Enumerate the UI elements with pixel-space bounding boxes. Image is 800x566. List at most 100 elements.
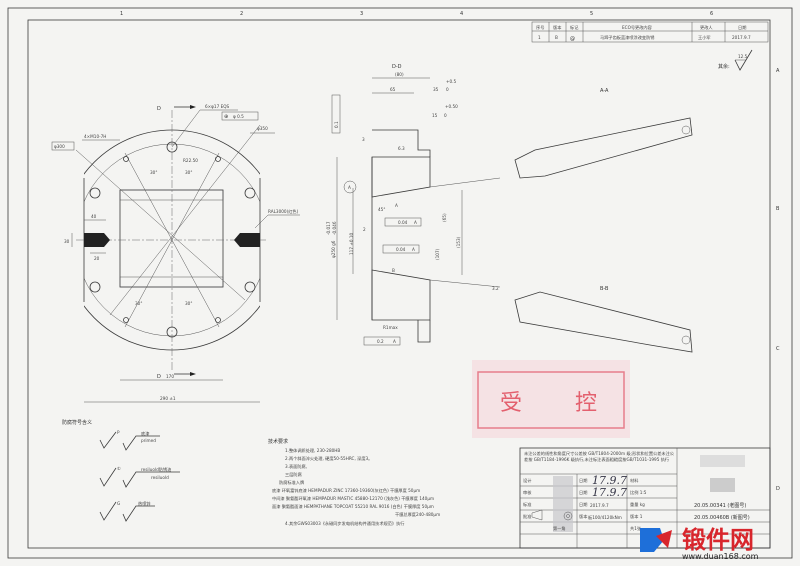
ral-color-label: RAL3000(红色) <box>268 208 299 214</box>
datum-a: A <box>348 185 351 190</box>
dia-250: φ250 g6 <box>331 240 336 258</box>
stamp-char: 控 <box>575 391 597 416</box>
torque-spec: 板100/4120kNm <box>588 514 622 521</box>
dim-30: 30 <box>64 239 70 244</box>
surface-finish-general: 其余: 12.5 <box>718 49 753 71</box>
runout-tolerance: 0.04 <box>396 247 406 252</box>
controlled-stamp: 受 控 <box>472 360 630 438</box>
zone-number: 6 <box>710 11 713 17</box>
zone-letter: B <box>776 206 780 212</box>
rev-cell: B <box>555 35 558 40</box>
dim-2: 2 <box>363 227 366 232</box>
tb-label: 批准 <box>523 513 531 520</box>
drawing-frame: 1 2 3 4 5 6 A B C D <box>7 7 793 559</box>
legend-symbol: ① <box>117 466 121 471</box>
dia-tol-lo: -0.046 <box>332 221 337 235</box>
projection-label: 第一角 <box>553 525 566 532</box>
first-angle-projection-icon <box>531 509 573 521</box>
tech-line: 中间漆 聚氨酯环氧漆 HEMPADUR MASTIC 45880-12170 (… <box>272 495 434 502</box>
rev-cell: @ <box>570 36 575 42</box>
tech-title: 技术要求 <box>268 438 288 445</box>
tech-line: 三层防腐 <box>285 471 302 478</box>
cut-b: B <box>392 268 395 273</box>
dim-80: (80) <box>395 72 404 77</box>
dia-350-label: φ350 <box>257 126 268 131</box>
section-mark-bottom: D <box>157 374 161 380</box>
legend-sub: primed <box>141 438 156 443</box>
dim-170: 170 <box>166 374 174 379</box>
dia-tol-hi: -0.017 <box>326 221 331 235</box>
zone-number: 3 <box>360 11 363 17</box>
rev-cell: 1 <box>538 35 541 40</box>
tech-line: 1.整体调质处理, 230-280HB <box>285 447 340 454</box>
threads-label: 4×M10-7H <box>84 134 106 139</box>
rev-header: 版本 <box>553 24 562 31</box>
section-mark-top: D <box>157 106 161 112</box>
blurred-logo <box>700 455 745 467</box>
tb-label: 标准 <box>523 501 531 508</box>
red-marker-left <box>84 233 110 247</box>
brand-url: www.duan168.com <box>682 552 759 561</box>
blurred-title <box>710 478 735 492</box>
tech-line: 底漆 环氧富锌底漆 HEMPADUR ZINC 17360-19360(灰红色)… <box>272 487 420 494</box>
brand-text: 锻件网 <box>682 526 754 554</box>
zone-letter: C <box>776 346 780 352</box>
technical-requirements: 技术要求 1.整体调质处理, 230-280HB 2.两个斜面淬火处理, 硬度5… <box>268 438 440 527</box>
flatness-datum: A <box>393 339 396 344</box>
tb-mid-label: 日期 <box>579 478 587 484</box>
concentricity-tolerance: 0.1 <box>334 121 339 128</box>
old-drawing-number: 20.05.00341 (老图号) <box>694 502 746 509</box>
tech-line: 2.两个斜面淬火处理, 硬度50-55HRC, 深度3。 <box>285 455 372 462</box>
zone-number: 5 <box>590 11 593 17</box>
rev-header: 更改人 <box>700 24 713 31</box>
dim-290: 290 ±1 <box>160 396 176 401</box>
new-drawing-number: 20.05.00460B (新图号) <box>694 514 750 521</box>
roughness-63: 6.3 <box>398 146 405 151</box>
dim-153: (153) <box>456 236 461 248</box>
tb-mid-label: 日期 <box>579 502 587 508</box>
site-watermark: 锻件网 www.duan168.com <box>640 526 759 561</box>
review-date: 17.9.7 <box>592 486 627 499</box>
zone-letter: D <box>776 486 780 492</box>
legend-item: G 热喷锌 <box>99 500 155 522</box>
dim-40: 40 <box>91 214 97 219</box>
view-bb-title: B-B <box>600 286 609 292</box>
zone-number: 2 <box>240 11 243 17</box>
angle-label: 30° <box>185 301 192 306</box>
section-title: D-D <box>392 64 402 70</box>
tol-zero: 0 <box>446 87 449 92</box>
cut-a: A <box>395 203 398 208</box>
rev-header: 日期 <box>738 25 746 31</box>
zone-number: 4 <box>460 11 463 17</box>
duan-logo-icon <box>640 528 672 552</box>
rev-cell: 马蹄子齿板蓝漆喷涂改变防锈 <box>600 34 655 41</box>
runout-datum: A <box>412 247 415 252</box>
tb-mid-label: 日期 <box>579 490 587 496</box>
view-aa-title: A-A <box>600 88 609 94</box>
legend-title: 防腐符号含义 <box>62 419 92 426</box>
tb-right: 材料 <box>630 477 639 484</box>
legend-text: resiluold防锈油 <box>141 466 171 473</box>
rev-cell: 王小军 <box>698 34 711 41</box>
runout-tolerance: 0.04 <box>398 220 408 225</box>
legend-text: 底漆 <box>141 430 149 437</box>
finish-value: 12.5 <box>738 54 748 59</box>
section-view-dd: D-D (80) 65 35 +0.5 0 +0.50 15 0 3 2 117… <box>326 64 501 346</box>
sheet-label: 共1张 <box>630 525 642 532</box>
tolerance-note: 未注公差的线性和角度尺寸公差按 GB/T1804-2000m 级;形状和位置公差… <box>524 451 674 462</box>
legend-text: 热喷锌 <box>138 500 151 507</box>
rev-header: 标记 <box>570 24 579 31</box>
tb-right: 比例 1:5 <box>630 489 647 496</box>
angle-45: 45° <box>378 207 385 212</box>
tech-line: 防腐标准入牌 <box>279 479 304 486</box>
roughness-32: 3.2 <box>492 286 499 291</box>
position-tolerance: φ 0.5 <box>233 114 244 119</box>
angle-label: 30° <box>135 301 142 306</box>
tb-right: 重量 kg <box>630 501 645 508</box>
red-marker-right <box>234 233 260 247</box>
dim-20: 20 <box>94 256 100 261</box>
tb-label: 审核 <box>523 489 532 496</box>
stamp-char: 受 <box>500 391 522 416</box>
tech-line: 4.其余GWS03003《永磁同步发电机结构件通用技术规范》执行 <box>285 520 405 527</box>
